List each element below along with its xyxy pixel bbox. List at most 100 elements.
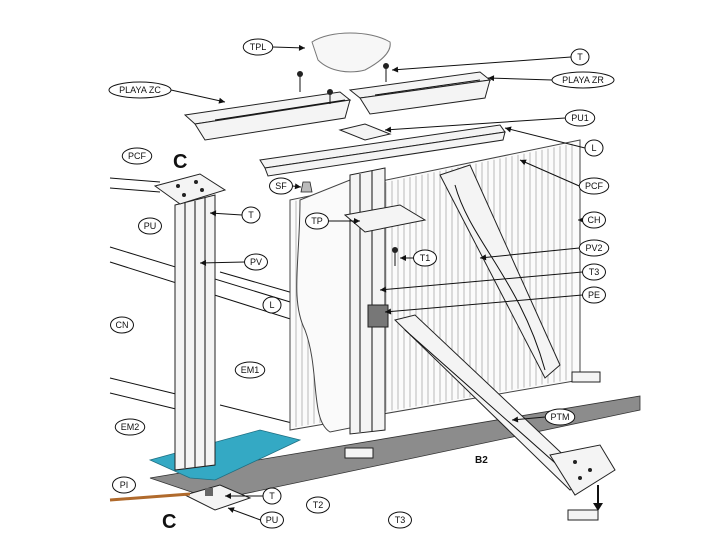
label-oval [578, 239, 610, 257]
arrowhead [200, 259, 207, 266]
label-pcf-right: PCF [519, 159, 610, 195]
label-sf: SF [269, 177, 302, 195]
label-text: T1 [420, 253, 431, 263]
pu1-plate [338, 123, 392, 141]
label-pu-bottom: PU [227, 507, 284, 529]
label-text: CN [116, 320, 129, 330]
label-oval [388, 511, 412, 529]
tpl-cover [311, 32, 391, 73]
label-oval [582, 211, 606, 229]
label-tp: TP [305, 212, 360, 230]
label-oval [413, 249, 437, 267]
pi-copper-strip [109, 492, 191, 502]
label-l-mid: L [262, 296, 282, 314]
label-oval [244, 253, 268, 271]
label-oval [564, 109, 596, 127]
arrowhead [228, 507, 235, 513]
label-text: T [577, 52, 583, 62]
arrowhead [294, 183, 301, 190]
label-oval [108, 81, 172, 99]
label-playa-zr: PLAYA ZR [487, 71, 615, 89]
label-text: L [269, 300, 274, 310]
sf-piece [300, 181, 313, 193]
label-tpl: TPL [242, 38, 306, 56]
left-liner-panel [296, 179, 351, 433]
label-text: L [591, 143, 596, 153]
label-t1: T1 [400, 249, 437, 267]
label-pi: PI [112, 476, 136, 494]
label-oval [262, 487, 282, 505]
arrowhead [385, 308, 392, 315]
label-oval [112, 476, 136, 494]
label-t3-right: T3 [379, 263, 606, 293]
arrowhead [480, 254, 487, 261]
arrowhead [218, 97, 225, 104]
label-oval [242, 38, 274, 56]
arrowhead [210, 210, 217, 217]
label-oval [241, 206, 261, 224]
leader-line [391, 56, 572, 71]
label-oval [138, 217, 162, 235]
label-l-top: L [504, 126, 604, 157]
label-pu1: PU1 [384, 109, 596, 133]
label-text: PV [250, 257, 262, 267]
label-text: T [248, 210, 254, 220]
leader-line [504, 127, 586, 149]
label-oval [121, 147, 153, 165]
label-text: PLAYA ZR [562, 75, 604, 85]
arrowhead [392, 66, 399, 73]
label-text: PLAYA ZC [119, 85, 161, 95]
arrowhead [225, 493, 231, 499]
arrowhead [354, 218, 360, 224]
label-oval [578, 177, 610, 195]
section-mark-top: C [173, 151, 187, 173]
label-text: TPL [250, 42, 267, 52]
label-oval [269, 177, 293, 195]
label-text: PCF [128, 151, 147, 161]
arrowhead [298, 44, 305, 51]
label-oval [262, 296, 282, 314]
label-text: PV2 [585, 243, 602, 253]
arrowhead [512, 416, 519, 423]
label-t-bottom: T [225, 487, 282, 505]
section-mark-bottom: C [162, 511, 176, 533]
top-rail [259, 124, 506, 177]
label-t-top: T [391, 48, 590, 73]
arrowhead [385, 126, 392, 133]
label-text: PI [120, 480, 129, 490]
label-text: EM1 [241, 365, 260, 375]
arrowhead [400, 255, 406, 261]
label-pe: PE [384, 286, 606, 315]
b2-plate [549, 444, 616, 511]
screws [297, 63, 398, 266]
label-text: PTM [551, 412, 570, 422]
label-pv2: PV2 [479, 239, 610, 261]
label-oval [305, 212, 329, 230]
label-oval [551, 71, 615, 89]
label-text: PCF [585, 181, 604, 191]
label-em1: EM1 [234, 361, 266, 379]
leader-line [170, 89, 226, 103]
arrowhead [488, 75, 495, 82]
label-oval [110, 316, 134, 334]
label-pv: PV [199, 253, 268, 271]
playa-zc-cap [183, 91, 352, 141]
label-text: PU [144, 221, 157, 231]
label-playa-zc: PLAYA ZC [108, 81, 226, 104]
arrowhead [520, 159, 527, 166]
leader-line [384, 117, 566, 131]
label-text: T3 [395, 515, 406, 525]
label-oval [584, 139, 604, 157]
label-text: TP [311, 216, 323, 226]
label-oval [306, 496, 330, 514]
label-text: T2 [313, 500, 324, 510]
leader-line [379, 271, 583, 291]
arrowhead [505, 126, 512, 133]
label-oval [544, 408, 576, 426]
label-ptm: PTM [511, 408, 576, 426]
label-oval [260, 511, 284, 529]
leader-line [384, 294, 583, 313]
label-pu-top: PU [138, 217, 162, 235]
